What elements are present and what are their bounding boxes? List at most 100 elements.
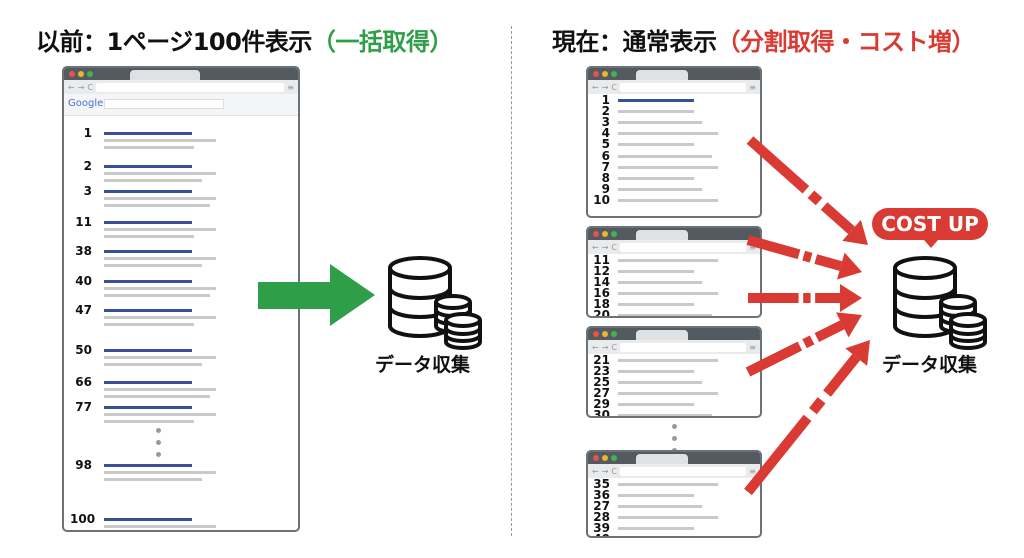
browser-tab[interactable] <box>636 454 688 464</box>
result-number: 1 <box>83 126 92 140</box>
menu-icon[interactable]: ≡ <box>287 82 294 92</box>
result-title-link[interactable] <box>104 250 192 253</box>
result-title-link[interactable] <box>104 381 192 384</box>
result-number: 16 <box>593 286 610 300</box>
right-browser-page-last: ←→C≡353627283940 <box>586 450 762 538</box>
forward-icon[interactable]: → <box>601 82 609 92</box>
back-icon[interactable]: ← <box>592 342 599 352</box>
result-number: 40 <box>75 274 92 288</box>
red-dashed-arrow-icon <box>746 235 863 280</box>
result-number: 29 <box>593 397 610 411</box>
result-line <box>618 381 702 384</box>
back-icon[interactable]: ← <box>68 82 75 92</box>
result-title-link[interactable] <box>104 221 192 224</box>
address-bar[interactable] <box>96 82 285 92</box>
result-title-link[interactable] <box>104 406 192 409</box>
result-line <box>618 292 718 295</box>
result-number: 40 <box>588 533 610 536</box>
result-title-link[interactable] <box>104 165 192 168</box>
result-line <box>618 403 694 406</box>
result-number: 39 <box>593 521 610 535</box>
result-line <box>618 392 718 395</box>
result-line <box>618 198 718 202</box>
result-title-link[interactable] <box>104 309 192 312</box>
result-line <box>618 259 718 262</box>
result-line <box>618 154 712 158</box>
result-number: 3 <box>601 115 610 130</box>
result-title-link[interactable] <box>104 132 192 135</box>
result-title-link[interactable] <box>618 99 694 102</box>
result-line <box>618 143 694 147</box>
database-icon-right <box>893 256 987 350</box>
result-line <box>618 281 702 284</box>
forward-icon[interactable]: → <box>77 82 85 92</box>
reload-icon[interactable]: C <box>611 242 617 252</box>
result-snippet <box>104 323 194 326</box>
left-db-label: データ収集 <box>375 354 471 376</box>
address-bar[interactable] <box>620 466 747 476</box>
result-number: 12 <box>593 264 610 278</box>
nav-bar: ←→C ≡ <box>588 464 760 478</box>
red-dashed-arrow-icon <box>745 312 862 377</box>
reload-icon[interactable]: C <box>611 466 617 476</box>
tab-bar <box>588 452 760 464</box>
result-line <box>618 370 694 373</box>
result-title-link[interactable] <box>104 349 192 352</box>
forward-icon[interactable]: → <box>601 466 609 476</box>
result-number: 30 <box>593 408 610 418</box>
red-dashed-arrow-icon <box>746 136 869 246</box>
result-line <box>618 414 712 416</box>
forward-icon[interactable]: → <box>601 242 609 252</box>
result-number: 2 <box>83 159 92 173</box>
red-arrows <box>744 136 871 496</box>
result-snippet <box>104 264 202 267</box>
result-title-link[interactable] <box>104 518 192 521</box>
result-number: 7 <box>601 159 610 174</box>
result-line <box>618 165 718 169</box>
address-bar[interactable] <box>620 82 747 92</box>
browser-tab[interactable] <box>636 230 688 240</box>
result-snippet <box>104 257 216 260</box>
left-title: 以前：1ページ100件表示（一括取得） <box>36 22 453 57</box>
address-bar[interactable] <box>620 242 747 252</box>
result-number: 18 <box>593 297 610 311</box>
back-icon[interactable]: ← <box>592 466 599 476</box>
result-snippet <box>104 356 216 359</box>
menu-icon[interactable]: ≡ <box>749 242 756 252</box>
tab-bar <box>588 68 760 80</box>
browser-tab[interactable] <box>636 330 688 340</box>
back-icon[interactable]: ← <box>592 82 599 92</box>
result-number: 4 <box>601 126 610 141</box>
result-number: 38 <box>75 244 92 258</box>
result-number: 25 <box>593 375 610 389</box>
address-bar[interactable] <box>620 342 747 352</box>
result-snippet <box>104 316 216 319</box>
result-line <box>618 303 694 306</box>
result-number: 20 <box>593 308 610 318</box>
reload-icon[interactable]: C <box>611 342 617 352</box>
result-title-link[interactable] <box>104 280 192 283</box>
browser-tab[interactable] <box>129 70 200 80</box>
result-line <box>618 527 694 530</box>
reload-icon[interactable]: C <box>87 82 93 92</box>
result-line <box>618 110 694 114</box>
result-snippet <box>104 413 216 416</box>
reload-icon[interactable]: C <box>611 82 617 92</box>
result-snippet <box>104 228 216 231</box>
result-number: 27 <box>593 386 610 400</box>
back-icon[interactable]: ← <box>592 242 599 252</box>
result-snippet <box>104 395 210 398</box>
forward-icon[interactable]: → <box>601 342 609 352</box>
result-number: 36 <box>593 488 610 502</box>
green-arrow-icon <box>258 264 375 326</box>
red-dashed-arrow-icon <box>744 340 871 496</box>
result-number: 77 <box>75 400 92 414</box>
menu-icon[interactable]: ≡ <box>749 342 756 352</box>
search-input[interactable] <box>104 99 224 109</box>
menu-icon[interactable]: ≡ <box>749 82 756 92</box>
result-title-link[interactable] <box>104 464 192 467</box>
browser-tab[interactable] <box>636 70 688 80</box>
menu-icon[interactable]: ≡ <box>749 466 756 476</box>
result-title-link[interactable] <box>104 190 192 193</box>
